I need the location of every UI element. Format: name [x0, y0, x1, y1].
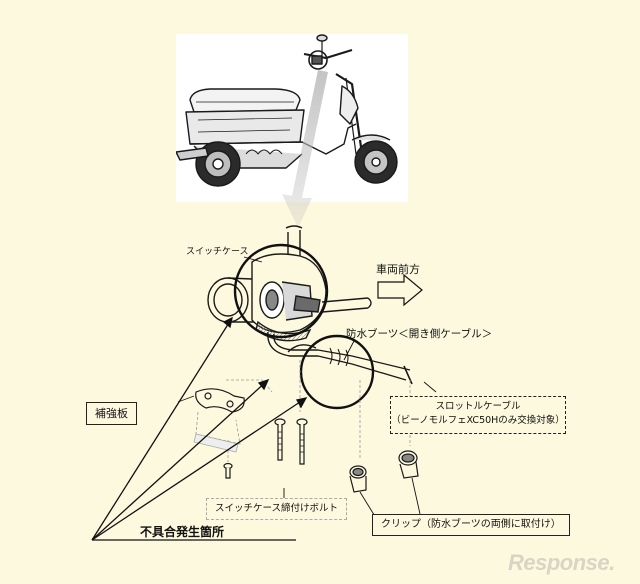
forward-direction-label: 車両前方: [376, 263, 420, 276]
defect-pointer-lines: [91, 316, 308, 541]
switch-case-assembly: [207, 225, 372, 357]
lower-housing-part: [193, 433, 239, 453]
waterproof-boot-highlight-circle: [299, 334, 375, 410]
throttle-cable-label-box: スロットルケーブル （ビーノモルフェXC50Hのみ交換対象）: [390, 396, 566, 434]
throttle-cable-note: （ビーノモルフェXC50Hのみ交換対象）: [391, 414, 565, 426]
switch-case-label: スイッチケース: [186, 247, 249, 257]
reinforcement-plate-label: 補強板: [86, 402, 137, 425]
zoom-arrow: [282, 70, 328, 228]
switch-case-leader: [243, 256, 263, 263]
defect-location-label: 不具合発生箇所: [140, 525, 225, 539]
throttle-cable: [287, 344, 413, 385]
response-watermark: Response.: [508, 550, 615, 575]
clip-parts: [349, 450, 419, 493]
switch-case-bolts: [223, 418, 308, 479]
forward-arrow: [377, 273, 423, 307]
reinforcement-plate-part: [177, 388, 245, 413]
scooter-drawing: [175, 34, 398, 187]
switch-case-highlight-circle: [233, 243, 329, 339]
throttle-cable-leader: [423, 381, 437, 393]
scooter-illustration: [175, 34, 408, 202]
waterproof-boot-label: 防水ブーツ＜開き側ケーブル＞: [346, 328, 493, 340]
throttle-cable-label: スロットルケーブル: [435, 401, 521, 412]
clip-label: クリップ（防水ブーツの両側に取付け）: [372, 514, 570, 536]
clip-leaders: [359, 477, 421, 519]
switch-case-bolt-label: スイッチケース締付けボルト: [206, 498, 348, 520]
waterproof-boot-leader: [343, 340, 355, 361]
